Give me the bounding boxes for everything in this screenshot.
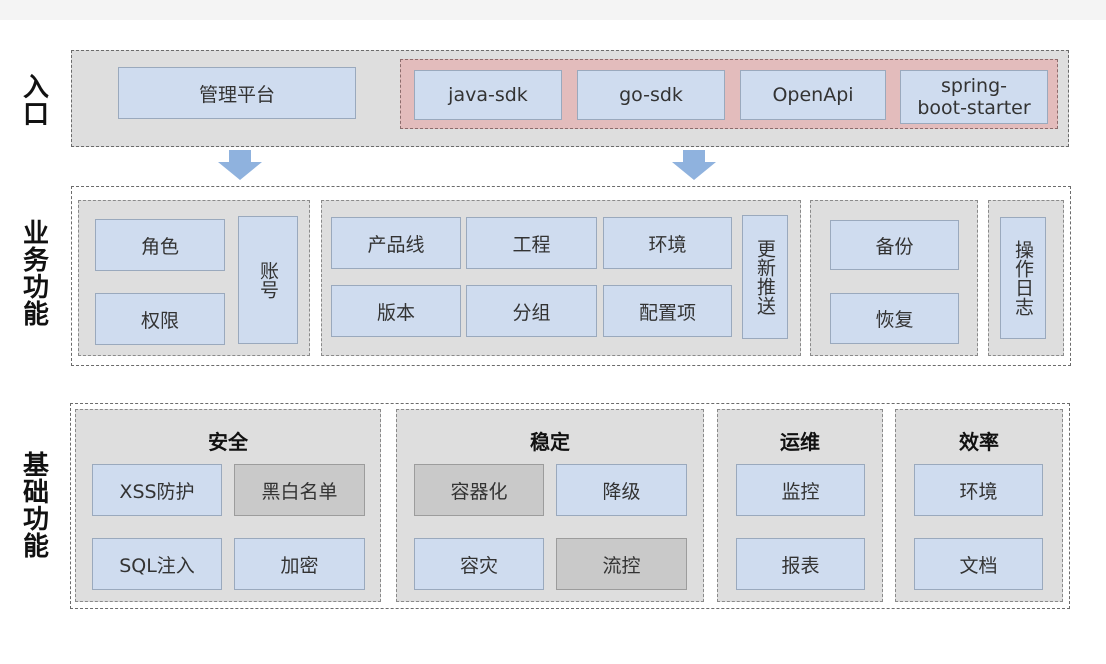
xss-box: XSS防护 xyxy=(92,464,222,516)
efficiency-title: 效率 xyxy=(959,430,999,454)
report-box: 报表 xyxy=(736,538,865,590)
config-item-box: 配置项 xyxy=(603,285,732,337)
account-box: 账号 xyxy=(238,216,298,344)
business-layer-label: 业务功能 xyxy=(22,219,49,330)
ops-title: 运维 xyxy=(780,430,820,454)
encryption-box: 加密 xyxy=(234,538,365,590)
monitoring-box: 监控 xyxy=(736,464,865,516)
stability-title: 稳定 xyxy=(530,430,570,454)
disaster-recovery-box: 容灾 xyxy=(414,538,544,590)
sql-injection-box: SQL注入 xyxy=(92,538,222,590)
flow-control-box: 流控 xyxy=(556,538,687,590)
openapi-box: OpenApi xyxy=(740,70,886,120)
document-box: 文档 xyxy=(914,538,1043,590)
restore-box: 恢复 xyxy=(830,293,959,344)
project-box: 工程 xyxy=(466,217,597,269)
java-sdk-box: java-sdk xyxy=(414,70,562,120)
group-box: 分组 xyxy=(466,285,597,337)
efficiency-environment-box: 环境 xyxy=(914,464,1043,516)
blacklist-box: 黑白名单 xyxy=(234,464,365,516)
spring-boot-starter-box: spring- boot-starter xyxy=(900,70,1048,124)
role-box: 角色 xyxy=(95,219,225,271)
go-sdk-box: go-sdk xyxy=(577,70,725,120)
arrow-down-icon xyxy=(218,150,262,180)
top-strip xyxy=(0,0,1106,20)
degrade-box: 降级 xyxy=(556,464,687,516)
entry-layer-label: 入口 xyxy=(22,73,49,130)
permission-box: 权限 xyxy=(95,293,225,345)
update-push-box: 更新推送 xyxy=(742,215,788,339)
oplog-box: 操作日志 xyxy=(1000,217,1046,339)
security-title: 安全 xyxy=(208,430,248,454)
version-box: 版本 xyxy=(331,285,461,337)
base-layer-label: 基础功能 xyxy=(22,451,49,562)
product-line-box: 产品线 xyxy=(331,217,461,269)
backup-box: 备份 xyxy=(830,220,959,270)
containerization-box: 容器化 xyxy=(414,464,544,516)
environment-box: 环境 xyxy=(603,217,732,269)
admin-platform-box: 管理平台 xyxy=(118,67,356,119)
arrow-down-icon xyxy=(672,150,716,180)
